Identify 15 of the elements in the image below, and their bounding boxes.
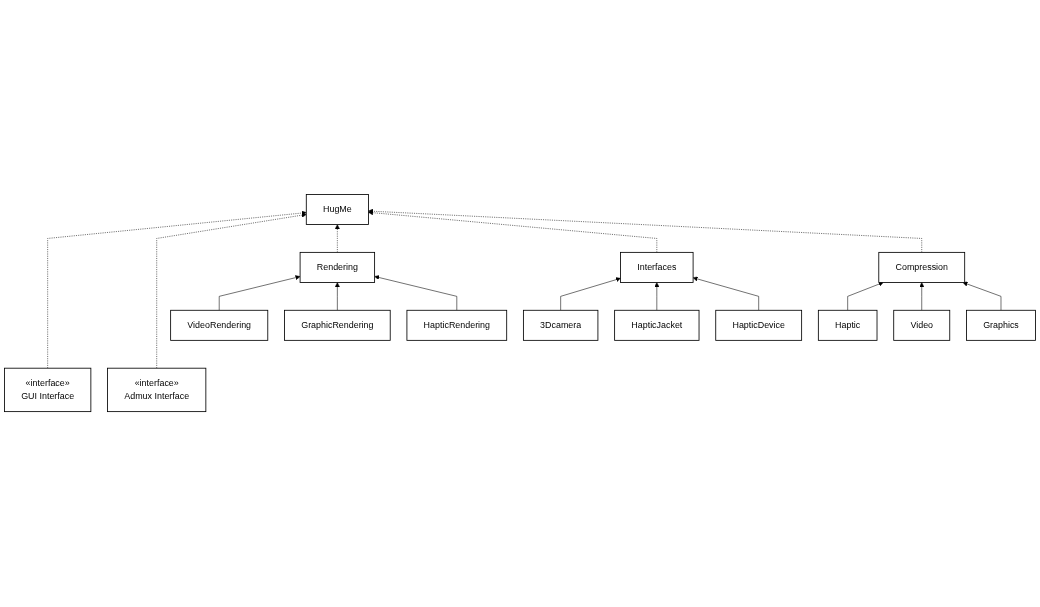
node-box: Haptic: [817, 310, 878, 342]
node-box: HapticJacket: [614, 310, 700, 342]
node-box: HapticRendering: [406, 310, 508, 342]
node-box: Interfaces: [620, 252, 694, 284]
node-box: 3Dcamera: [523, 310, 599, 342]
node-box: «interface» Admux Interface: [107, 368, 207, 413]
node-box: Video: [893, 310, 951, 342]
node-box: GraphicRendering: [284, 310, 391, 342]
node-box: «interface» GUI Interface: [4, 368, 92, 413]
node-box: HapticDevice: [715, 310, 803, 342]
node-box: Rendering: [299, 252, 376, 284]
node-box: HugMe: [305, 194, 369, 226]
node-box: VideoRendering: [170, 310, 269, 342]
node-box: Compression: [878, 252, 966, 284]
node-box: Graphics: [966, 310, 1036, 342]
